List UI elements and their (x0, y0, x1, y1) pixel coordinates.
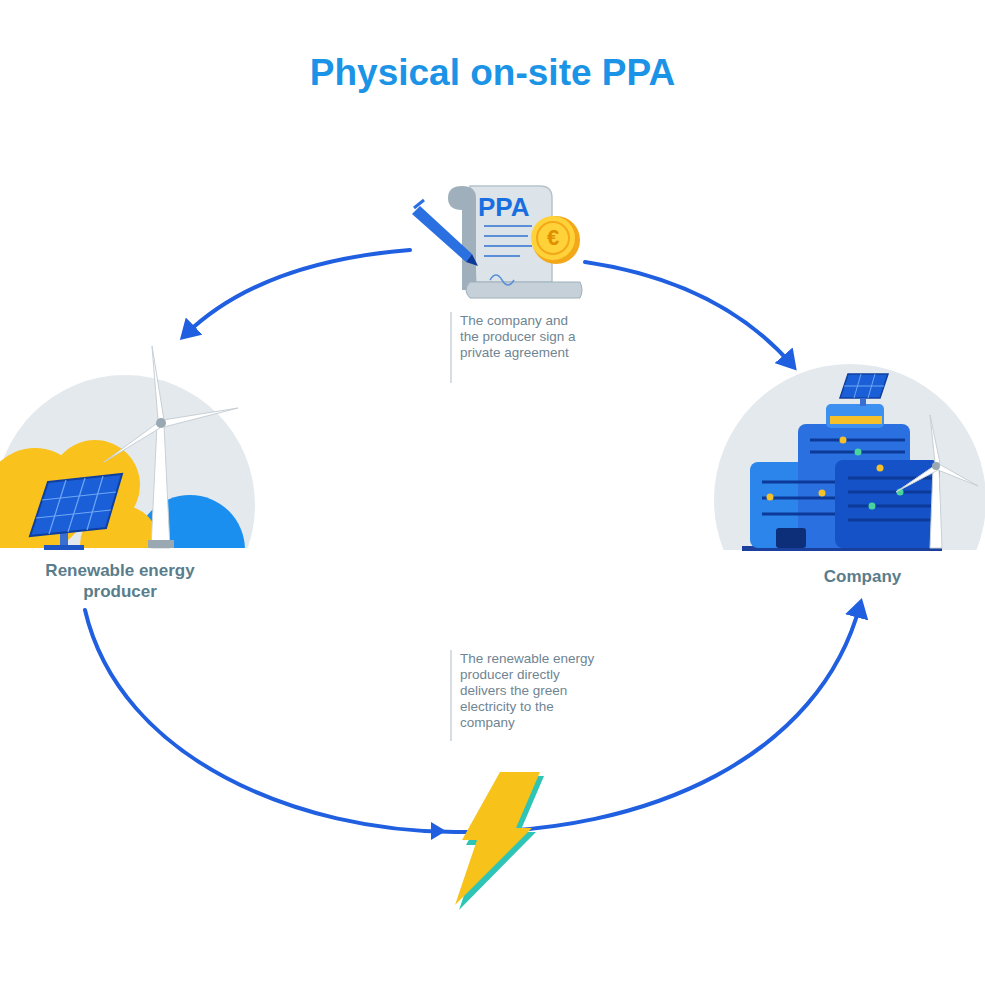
flow-arrow (585, 262, 792, 365)
flow-arrow (185, 250, 410, 335)
diagram-title: Physical on-site PPA (0, 52, 985, 94)
currency-symbol: € (538, 227, 568, 249)
annotation: The renewable energy producer directly d… (460, 651, 610, 731)
producer-node: Renewable energy producer (0, 335, 240, 610)
node-text: Company (824, 567, 901, 587)
node-text: PPA (478, 192, 585, 223)
flow-arrow (85, 605, 860, 832)
node-text: Renewable energy producer (10, 560, 230, 602)
annotation: The company and the producer sign a priv… (460, 313, 590, 361)
company-node: Company (720, 365, 985, 605)
